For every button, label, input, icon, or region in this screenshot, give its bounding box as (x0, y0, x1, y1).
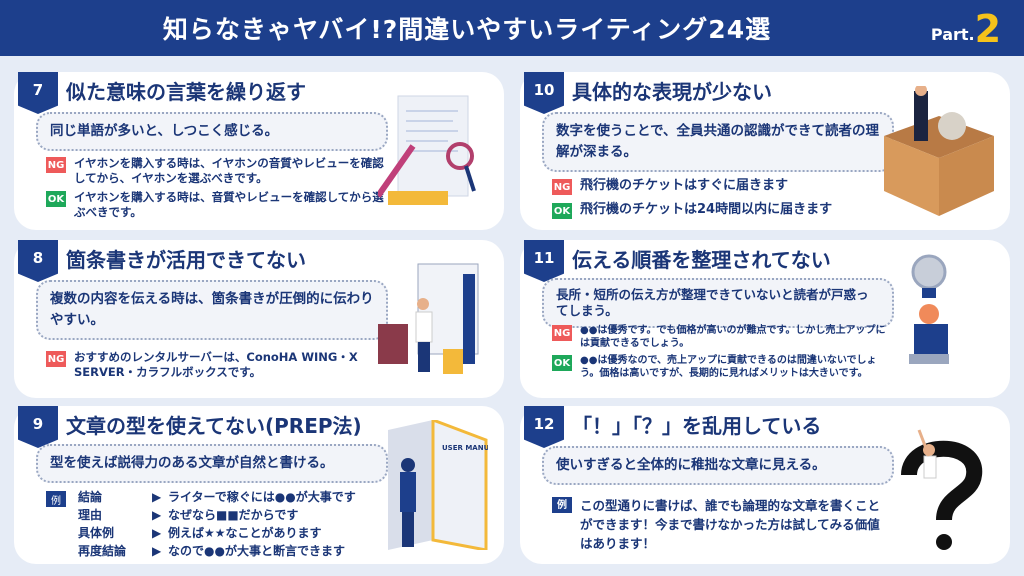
card-11: 11 伝える順番を整理されてない 長所・短所の伝え方が整理できていないと読者が戸… (520, 240, 1010, 398)
card-10: 10 具体的な表現が少ない 数字を使うことで、全員共通の認識ができて読者の理解が… (520, 72, 1010, 230)
card-lead: 長所・短所の伝え方が整理できていないと読者が戸惑ってしまう。 (542, 278, 894, 328)
ok-example: OK イヤホンを購入する時は、音質やレビューを確認してから選ぶべきです。 (46, 190, 386, 220)
confused-person-illustration (909, 254, 949, 364)
card-lead: 同じ単語が多いと、しつこく感じる。 (36, 112, 388, 151)
number-badge: 12 (524, 406, 564, 448)
ok-example: OK 飛行機のチケットは24時間以内に届きます (552, 202, 892, 219)
card-title: 伝える順番を整理されてない (572, 248, 831, 272)
card-7: 7 似た意味の言葉を繰り返す 同じ単語が多いと、しつこく感じる。 NG イヤホンを… (14, 72, 504, 230)
example-text: この型通りに書けば、誰でも論理的な文章を書くことができます！今まで書けなかった方… (580, 498, 881, 551)
card-lead: 使いすぎると全体的に稚拙な文章に見える。 (542, 446, 894, 485)
example: 例この型通りに書けば、誰でも論理的な文章を書くことができます！今まで書けなかった… (552, 496, 892, 553)
ng-tag: NG (46, 351, 66, 367)
card-9: 9 文章の型を使えてない(PREP法) 型を使えば説得力のある文章が自然と書ける… (14, 406, 504, 564)
prep-row: 理由 ▶ なぜなら■■だからです (78, 506, 356, 524)
page-title: 知らなきゃヤバイ!?間違いやすいライティング24選 (162, 15, 772, 44)
question-mark-person-illustration (901, 429, 983, 550)
ng-tag: NG (46, 157, 66, 173)
example-tag: 例 (552, 497, 572, 513)
card-title: 似た意味の言葉を繰り返す (66, 80, 306, 104)
card-8: 8 箇条書きが活用できてない 複数の内容を伝える時は、箇条書きが圧倒的に伝わりや… (14, 240, 504, 398)
arrow-icon: ▶ (152, 526, 162, 540)
card-title: 箇条書きが活用できてない (66, 248, 306, 272)
number-badge: 8 (18, 240, 58, 282)
document-magnifier-illustration (378, 95, 476, 205)
manual-label: USER MANUAL (442, 444, 488, 452)
prep-key: 結論 (78, 490, 103, 504)
ok-tag: OK (552, 203, 572, 219)
arrow-icon: ▶ (152, 544, 162, 558)
prep-row: 具体例 ▶ 例えば★★なことがあります (78, 524, 356, 542)
card-lead: 数字を使うことで、全員共通の認識ができて読者の理解が深まる。 (542, 112, 894, 172)
card-title: 文章の型を使えてない(PREP法) (66, 414, 362, 438)
prep-row: 結論 ▶ ライターで稼ぐには●●が大事です (78, 488, 356, 506)
ok-text: 飛行機のチケットは24時間以内に届きます (580, 202, 833, 217)
user-manual-illustration: USER MANUAL (388, 420, 488, 550)
ng-text: 飛行機のチケットはすぐに届きます (580, 178, 789, 193)
header-banner: 知らなきゃヤバイ!?間違いやすいライティング24選 Part.2 (0, 0, 1024, 56)
number-badge: 10 (524, 72, 564, 114)
prep-key: 具体例 (78, 526, 115, 540)
ok-tag: OK (552, 355, 572, 371)
number-badge: 9 (18, 406, 58, 448)
ng-text: おすすめのレンタルサーバーは、ConoHA WING・X SERVER・カラフル… (74, 350, 358, 379)
arrow-icon: ▶ (152, 490, 162, 504)
ng-example: NG おすすめのレンタルサーバーは、ConoHA WING・X SERVER・カラ… (46, 350, 386, 380)
ng-tag: NG (552, 179, 572, 195)
prep-key: 理由 (78, 508, 103, 522)
ok-tag: OK (46, 191, 66, 207)
prep-value: なぜなら■■だからです (168, 508, 299, 522)
arrow-icon: ▶ (152, 508, 162, 522)
ng-example: NG 飛行機のチケットはすぐに届きます (552, 178, 892, 195)
card-title: 具体的な表現が少ない (572, 80, 772, 104)
example-tag: 例 (46, 491, 66, 507)
ng-text: イヤホンを購入する時は、イヤホンの音質やレビューを確認してから、イヤホンを選ぶべ… (74, 156, 384, 185)
prep-value: なので●●が大事と断言できます (168, 544, 345, 558)
part-number: 2 (974, 7, 1002, 51)
prep-value: ライターで稼ぐには●●が大事です (168, 490, 356, 504)
prep-row: 再度結論 ▶ なので●●が大事と断言できます (78, 542, 356, 560)
number-badge: 11 (524, 240, 564, 282)
prep-key: 再度結論 (78, 544, 127, 558)
card-lead: 複数の内容を伝える時は、箇条書きが圧倒的に伝わりやすい。 (36, 280, 388, 340)
ok-example: OK ●●は優秀なので、売上アップに貢献できるのは間違いないでしょう。価格は高いで… (552, 354, 892, 380)
card-12: 12 「！」「？」を乱用している 使いすぎると全体的に稚拙な文章に見える。 例こ… (520, 406, 1010, 564)
part-label: Part.2 (916, 6, 1016, 50)
ok-text: イヤホンを購入する時は、音質やレビューを確認してから選ぶべきです。 (74, 190, 384, 219)
card-title: 「！」「？」を乱用している (572, 414, 822, 438)
ng-text: ●●は優秀です。でも価格が高いのが難点です。しかし売上アップには貢献できるでしょ… (580, 325, 886, 349)
prep-list: 結論 ▶ ライターで稼ぐには●●が大事です 理由 ▶ なぜなら■■だからです 具体例 ▶ 例… (78, 488, 356, 560)
prep-value: 例えば★★なことがあります (168, 526, 322, 540)
part-text: Part. (930, 25, 975, 44)
ng-example: NG ●●は優秀です。でも価格が高いのが難点です。しかし売上アップには貢献できるで… (552, 324, 892, 350)
number-badge: 7 (18, 72, 58, 114)
ng-example: NG イヤホンを購入する時は、イヤホンの音質やレビューを確認してから、イヤホンを選… (46, 156, 386, 186)
card-lead: 型を使えば説得力のある文章が自然と書ける。 (36, 444, 388, 483)
person-with-paper-illustration (378, 263, 479, 374)
ng-tag: NG (552, 325, 572, 341)
box-lightbulb-illustration (884, 86, 994, 216)
ok-text: ●●は優秀なので、売上アップに貢献できるのは間違いないでしょう。価格は高いですが… (580, 355, 877, 379)
